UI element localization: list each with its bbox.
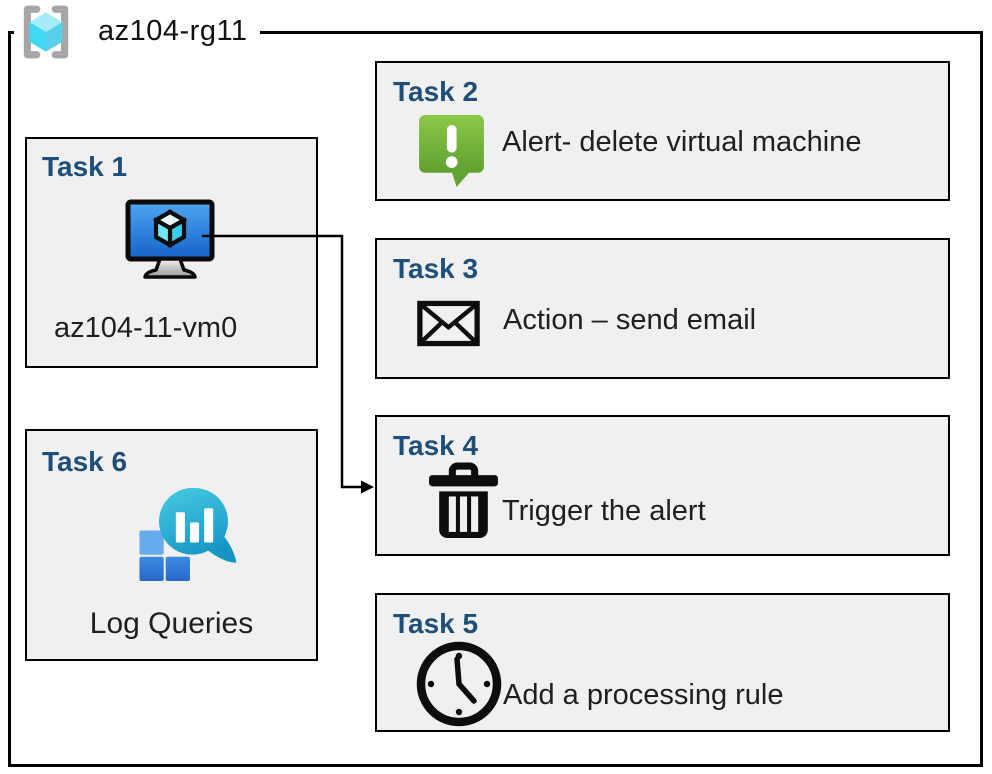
task3-box: Task 3 Action – send email bbox=[375, 238, 950, 379]
alert-bubble-icon bbox=[419, 115, 484, 187]
trash-delete-icon bbox=[429, 462, 498, 538]
resource-group-icon bbox=[23, 5, 69, 59]
vm-name-label: az104-11-vm0 bbox=[54, 312, 238, 344]
task6-box: Task 6 Log Queries bbox=[25, 429, 318, 661]
log-analytics-icon bbox=[139, 488, 237, 581]
task4-box: Task 4 Trigger the alert bbox=[375, 415, 950, 556]
task4-label: Trigger the alert bbox=[502, 495, 706, 527]
task5-label: Add a processing rule bbox=[503, 679, 784, 711]
clock-icon bbox=[416, 641, 502, 727]
task2-box: Task 2 Alert- delete virtual machine bbox=[375, 61, 950, 201]
email-envelope-icon bbox=[417, 300, 480, 347]
task5-box: Task 5 Add a processing rule bbox=[375, 593, 950, 732]
virtual-machine-icon bbox=[125, 199, 215, 279]
task5-title: Task 5 bbox=[393, 608, 479, 639]
task2-title: Task 2 bbox=[393, 76, 479, 107]
task4-title: Task 4 bbox=[393, 430, 479, 461]
log-queries-label: Log Queries bbox=[89, 607, 254, 640]
task3-title: Task 3 bbox=[393, 253, 479, 284]
resource-group-legend: az104-rg11 bbox=[14, 0, 260, 62]
task2-label: Alert- delete virtual machine bbox=[502, 126, 862, 158]
resource-group-label: az104-rg11 bbox=[98, 14, 248, 47]
task6-title: Task 6 bbox=[42, 446, 128, 477]
task3-label: Action – send email bbox=[503, 304, 757, 336]
task1-box: Task 1 az104-11-vm0 bbox=[25, 137, 318, 368]
task1-title: Task 1 bbox=[42, 151, 128, 182]
